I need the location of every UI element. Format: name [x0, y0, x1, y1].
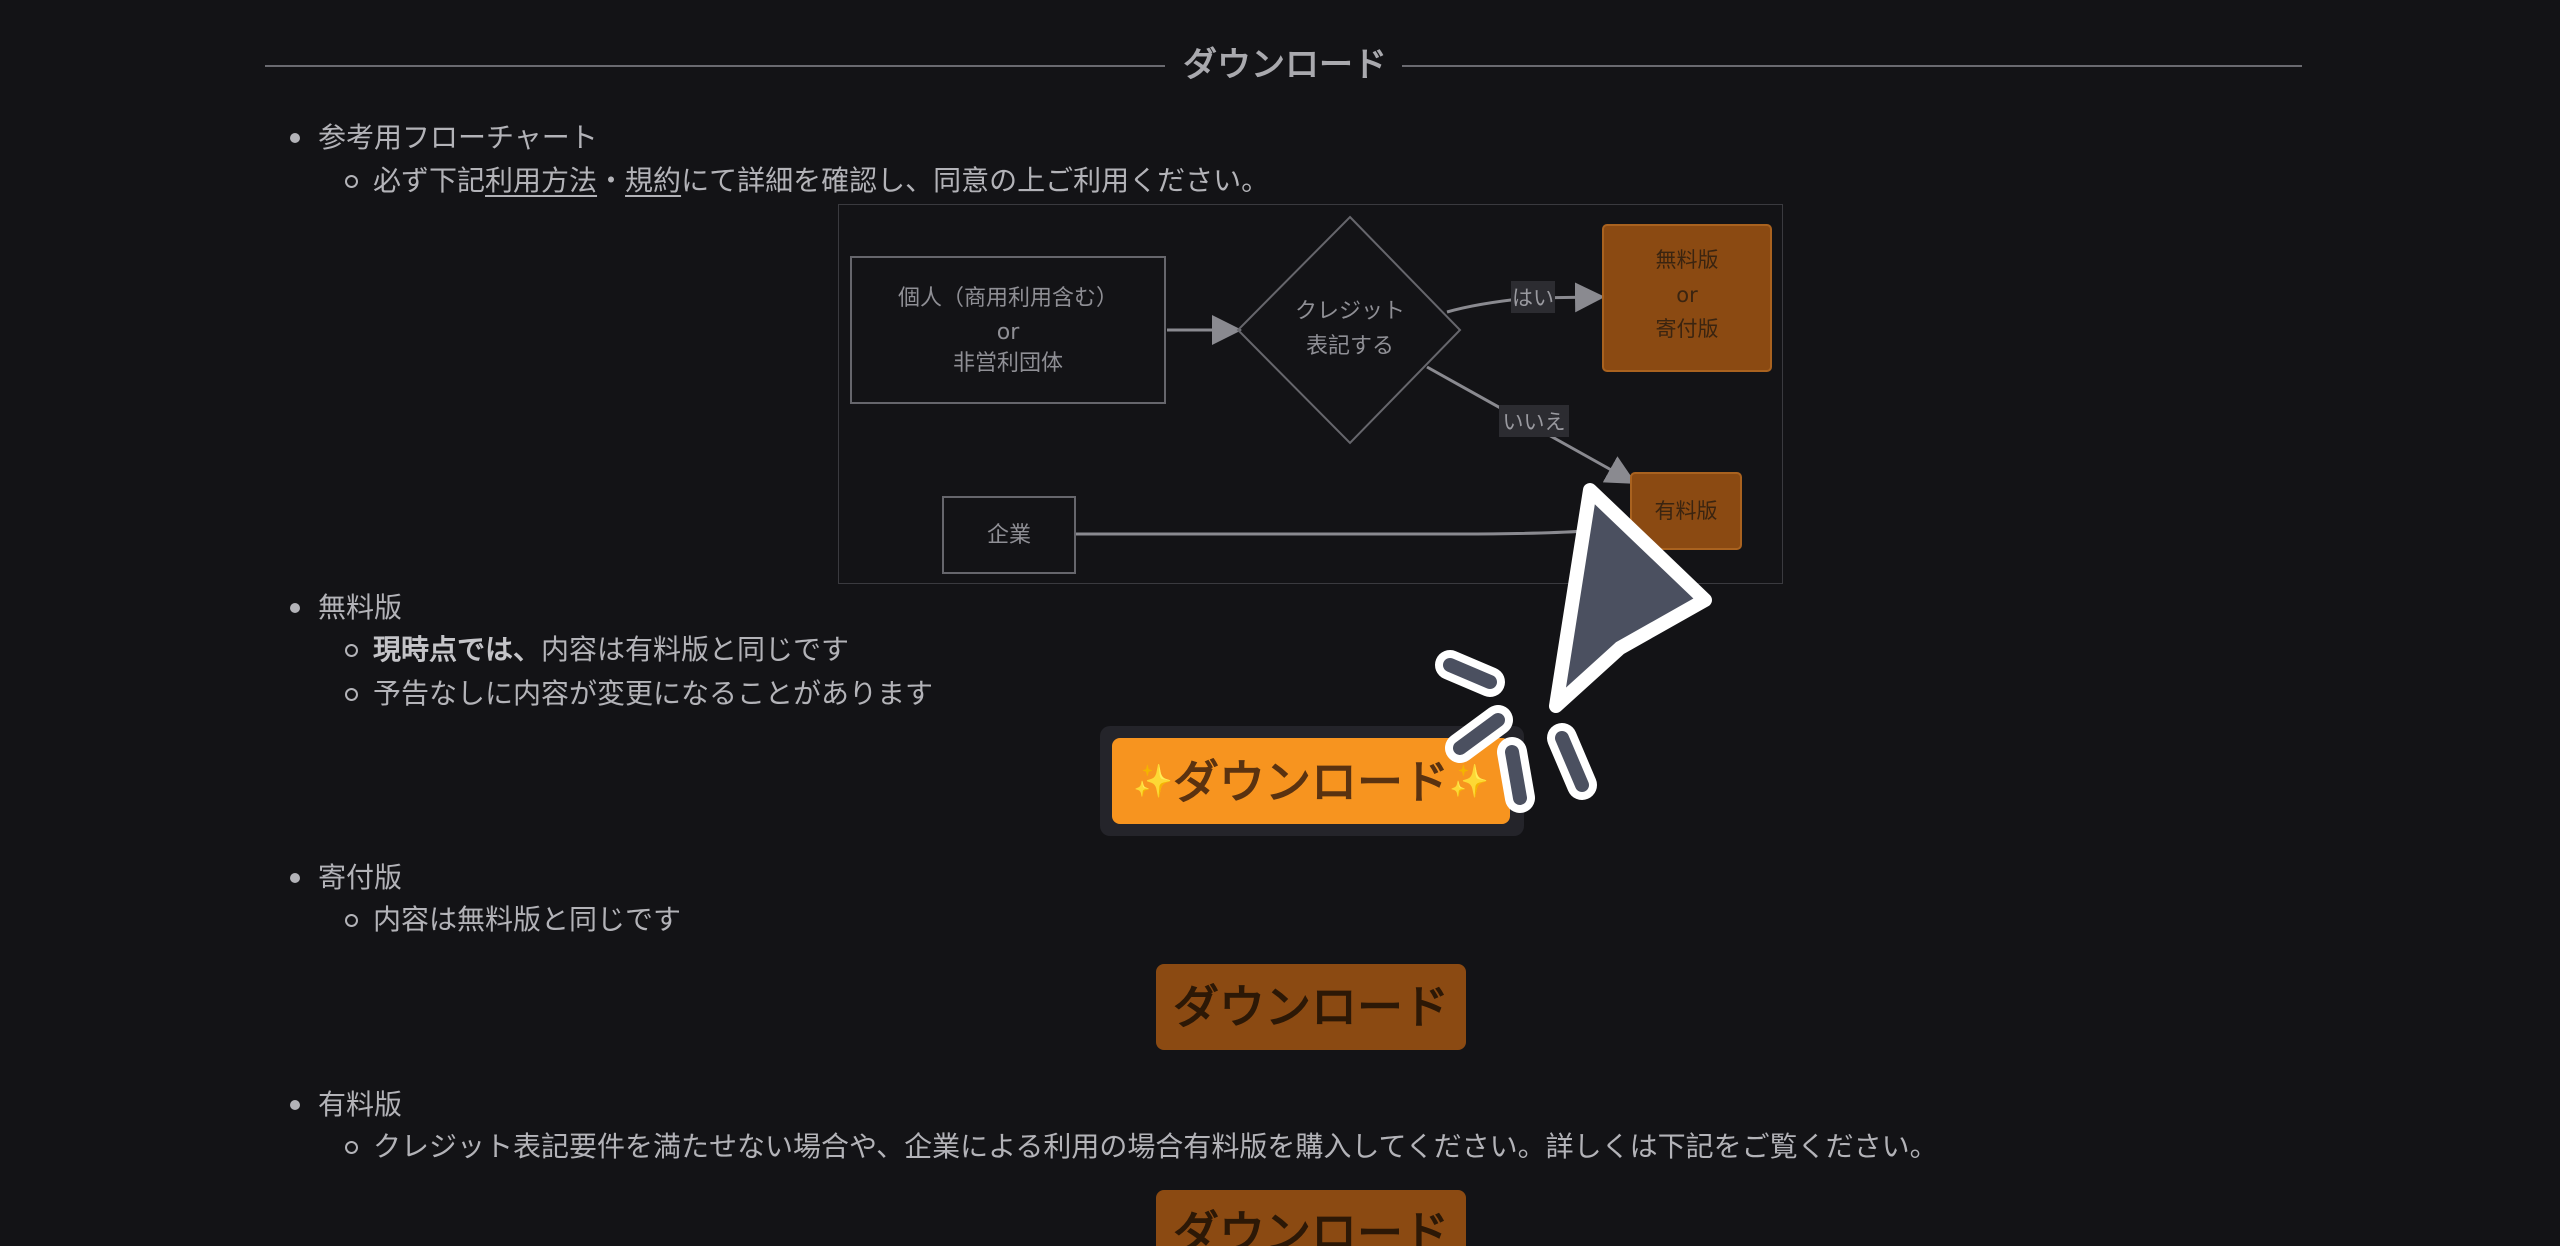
note-prefix: 必ず下記	[373, 164, 486, 197]
list-item-donation: 寄付版	[290, 858, 403, 898]
bullet-ring	[345, 644, 358, 657]
list-item-label: 無料版	[318, 591, 403, 624]
edge-no-label-bg	[1499, 405, 1569, 437]
bullet-dot	[290, 133, 300, 143]
sparkle-icon: ✨	[1133, 762, 1173, 800]
node-free-line2: or	[1676, 283, 1698, 307]
sub-item-usage-note: 必ず下記利用方法・規約にて詳細を確認し、同意の上ご利用ください。	[345, 161, 1270, 201]
sub-item-free-note1: 現時点では、内容は有料版と同じです	[345, 630, 850, 670]
node-company	[942, 496, 1076, 574]
node-credit-decision	[1236, 215, 1462, 445]
section-divider-right	[1402, 65, 2302, 67]
note-suffix: にて詳細を確認し、同意の上ご利用ください。	[681, 164, 1270, 197]
list-item-free: 無料版	[290, 588, 403, 628]
node-paid-label: 有料版	[1655, 499, 1718, 523]
free-note1-rest: 内容は有料版と同じです	[541, 633, 850, 666]
node-individual-line3: 非営利団体	[953, 351, 1063, 376]
section-title: ダウンロード	[1183, 45, 1387, 85]
bullet-ring	[345, 1141, 358, 1154]
bullet-ring	[345, 688, 358, 701]
section-divider-left	[265, 65, 1165, 67]
edge-no-label: いいえ	[1503, 410, 1566, 434]
bullet-dot	[290, 1100, 300, 1110]
node-credit-line2: 表記する	[1306, 334, 1394, 359]
note-separator: ・	[597, 164, 626, 197]
node-free-line1: 無料版	[1656, 248, 1719, 272]
paid-note: クレジット表記要件を満たせない場合や、企業による利用の場合有料版を購入してくださ…	[373, 1130, 1938, 1163]
node-credit-line1: クレジット	[1295, 299, 1405, 324]
node-individual-line1: 個人（商用利用含む）	[898, 286, 1118, 311]
list-item-label: 有料版	[318, 1088, 403, 1121]
node-paid	[1630, 472, 1742, 550]
list-item-label: 寄付版	[318, 861, 403, 894]
node-free-line3: 寄付版	[1656, 317, 1719, 341]
free-note1-strong: 現時点では、	[373, 633, 542, 666]
pointer-click-icon	[1435, 483, 1712, 813]
list-item-paid: 有料版	[290, 1085, 403, 1125]
sparkle-icon: ✨	[1449, 762, 1489, 800]
edge-yes-label: はい	[1512, 286, 1554, 310]
pointer-arrow-icon	[1549, 483, 1712, 713]
bullet-ring	[345, 914, 358, 927]
bullet-ring	[345, 175, 358, 188]
list-item-label: 参考用フローチャート	[318, 121, 598, 154]
edge-yes-label-bg	[1511, 281, 1555, 313]
donation-note: 内容は無料版と同じです	[373, 903, 682, 936]
sub-item-paid-note: クレジット表記要件を満たせない場合や、企業による利用の場合有料版を購入してくださ…	[345, 1127, 1938, 1167]
bullet-dot	[290, 603, 300, 613]
download-paid-button[interactable]: ダウンロード	[1156, 1190, 1466, 1246]
sub-item-free-note2: 予告なしに内容が変更になることがあります	[345, 674, 934, 714]
node-company-label: 企業	[987, 523, 1031, 548]
download-paid-label: ダウンロード	[1173, 1206, 1449, 1246]
list-item-flowchart: 参考用フローチャート	[290, 118, 598, 158]
sub-item-donation-note: 内容は無料版と同じです	[345, 900, 682, 940]
bullet-dot	[290, 873, 300, 883]
download-donation-label: ダウンロード	[1173, 980, 1449, 1034]
download-free-label: ダウンロード	[1173, 755, 1449, 809]
node-free-or-donation	[1602, 224, 1772, 372]
free-note2: 予告なしに内容が変更になることがあります	[373, 677, 934, 710]
terms-link[interactable]: 規約	[625, 164, 682, 197]
usage-link[interactable]: 利用方法	[485, 164, 598, 197]
node-individual	[850, 256, 1166, 404]
download-free-button[interactable]: ✨ダウンロード✨	[1112, 738, 1510, 824]
node-individual-line2: or	[997, 320, 1020, 345]
download-donation-button[interactable]: ダウンロード	[1156, 964, 1466, 1050]
